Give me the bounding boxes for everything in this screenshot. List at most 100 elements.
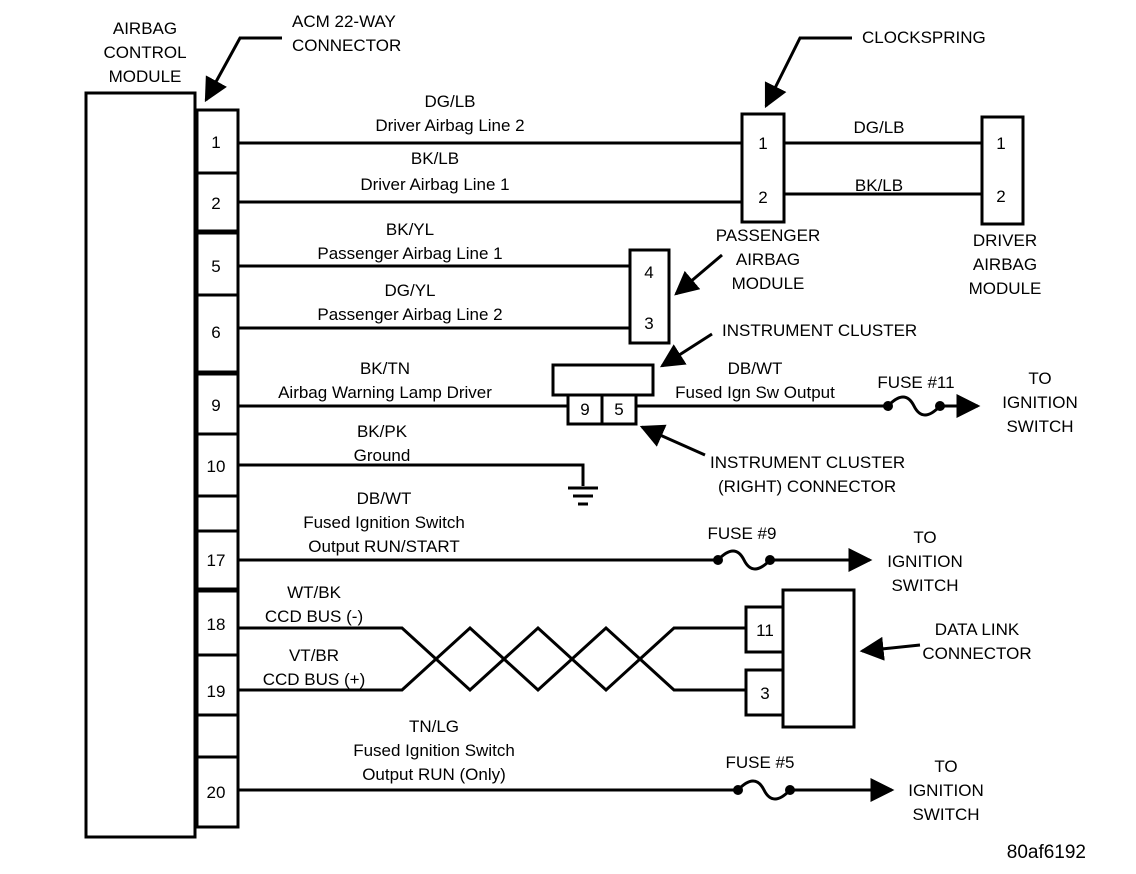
fuse-9-label: FUSE #9: [708, 524, 777, 543]
acm-pin-2-cell: [195, 171, 240, 233]
clockspring-connector: [740, 112, 786, 224]
wire-19-color: VT/BR: [289, 646, 339, 665]
driver-airbag-label-line3: MODULE: [969, 279, 1042, 298]
cluster-connector-label-line2: (RIGHT) CONNECTOR: [718, 477, 896, 496]
instrument-cluster-pin-9: 9: [580, 400, 589, 419]
wire-19-desc: CCD BUS (+): [263, 670, 365, 689]
fuse-9-symbol: [713, 549, 775, 571]
instrument-cluster-pin-5: 5: [614, 400, 623, 419]
instrument-cluster-label: INSTRUMENT CLUSTER: [722, 321, 917, 340]
module-label-line1: AIRBAG: [113, 19, 177, 38]
instrument-cluster-pin-9-cell: [566, 393, 604, 426]
clockspring-pin-2: 2: [758, 188, 767, 207]
data-link-label-line1: DATA LINK: [935, 620, 1020, 639]
acm-pin-6-cell: [195, 293, 240, 374]
acm-pin-20: 20: [207, 783, 226, 802]
acm-connector-arrow: [204, 36, 282, 103]
wire-2-desc: Driver Airbag Line 1: [360, 175, 509, 194]
wire-18-color: WT/BK: [287, 583, 341, 602]
acm-pin-19-cell: [195, 653, 240, 717]
cluster-output-desc: Fused Ign Sw Output: [675, 383, 835, 402]
driver-airbag-connector: [980, 115, 1025, 226]
passenger-airbag-label-line3: MODULE: [732, 274, 805, 293]
wire-1-color: DG/LB: [424, 92, 475, 111]
driver-airbag-label-line1: DRIVER: [973, 231, 1037, 250]
wire-18-desc: CCD BUS (-): [265, 607, 363, 626]
wire-9-desc: Airbag Warning Lamp Driver: [278, 383, 492, 402]
fuse-5-label: FUSE #5: [726, 753, 795, 772]
acm-pin-20-cell: [195, 755, 240, 829]
acm-pin-5: 5: [211, 257, 220, 276]
wire-20-desc-line2: Output RUN (Only): [362, 765, 506, 784]
data-link-label-line2: CONNECTOR: [922, 644, 1031, 663]
driver-airbag-pin-1: 1: [996, 134, 1005, 153]
wire-17-desc-line2: Output RUN/START: [308, 537, 459, 556]
wire-20-color: TN/LG: [409, 717, 459, 736]
acm-pin-6: 6: [211, 323, 220, 342]
acm-pin-18: 18: [207, 615, 226, 634]
data-link-arrow: [859, 636, 921, 661]
data-link-pin-11: 11: [756, 621, 774, 640]
acm-pin-1: 1: [211, 133, 220, 152]
wire-17-desc-line1: Fused Ignition Switch: [303, 513, 465, 532]
acm-pin-17: 17: [207, 551, 226, 570]
passenger-airbag-label-line1: PASSENGER: [716, 226, 821, 245]
cluster-connector-label-line1: INSTRUMENT CLUSTER: [710, 453, 905, 472]
wire-1-desc: Driver Airbag Line 2: [375, 116, 524, 135]
clockspring-label: CLOCKSPRING: [862, 28, 986, 47]
wire-20-desc-line1: Fused Ignition Switch: [353, 741, 515, 760]
ignition-2-line3: SWITCH: [891, 576, 958, 595]
passenger-airbag-arrow: [674, 253, 723, 296]
cluster-output-color: DB/WT: [728, 359, 783, 378]
ignition-1-line2: IGNITION: [1002, 393, 1078, 412]
airbag-control-module: [84, 91, 197, 839]
ignition-2-line1: TO: [913, 528, 936, 547]
wire-17-color: DB/WT: [357, 489, 412, 508]
instrument-cluster-body: [551, 363, 655, 397]
wire-6-desc: Passenger Airbag Line 2: [317, 305, 502, 324]
wire-6-color: DG/YL: [384, 281, 435, 300]
acm-empty-cell-2: [195, 713, 240, 759]
clockspring-arrow: [764, 36, 852, 109]
instrument-cluster-pin-5-cell: [600, 393, 638, 426]
wire-pin-19: [238, 625, 745, 693]
wire-10-desc: Ground: [354, 446, 411, 465]
wire-pin-10: [238, 463, 585, 486]
figure-id: 80af6192: [1007, 842, 1086, 863]
wire-10-color: BK/PK: [357, 422, 408, 441]
data-link-connector-body: [781, 588, 856, 729]
wire-5-color: BK/YL: [386, 220, 434, 239]
fuse-5-symbol: [733, 779, 795, 801]
instrument-cluster-arrow: [659, 332, 713, 368]
passenger-airbag-connector: [628, 248, 671, 345]
clockspring-wire-2-color: BK/LB: [855, 176, 903, 195]
acm-pin-19: 19: [207, 682, 226, 701]
fuse-11-label: FUSE #11: [877, 373, 954, 392]
data-link-pin-11-cell: [744, 605, 785, 654]
passenger-airbag-pin-3: 3: [644, 314, 653, 333]
wire-2-color: BK/LB: [411, 149, 459, 168]
driver-airbag-label-line2: AIRBAG: [973, 255, 1037, 274]
wire-pin-18: [238, 625, 745, 693]
acm-connector-label-line1: ACM 22-WAY: [292, 12, 396, 31]
data-link-pin-3-cell: [744, 668, 785, 717]
fuse-11-symbol: [883, 395, 945, 417]
cluster-connector-arrow: [639, 424, 706, 457]
passenger-airbag-pin-4: 4: [644, 263, 653, 282]
clockspring-pin-1: 1: [758, 134, 767, 153]
wire-5-desc: Passenger Airbag Line 1: [317, 244, 502, 263]
acm-pin-10: 10: [207, 457, 226, 476]
ignition-3-line1: TO: [934, 757, 957, 776]
acm-connector-label-line2: CONNECTOR: [292, 36, 401, 55]
acm-pin-2: 2: [211, 194, 220, 213]
wire-9-color: BK/TN: [360, 359, 410, 378]
data-link-pin-3: 3: [760, 684, 769, 703]
ignition-3-line3: SWITCH: [912, 805, 979, 824]
passenger-airbag-label-line2: AIRBAG: [736, 250, 800, 269]
acm-pin-9: 9: [211, 396, 220, 415]
acm-pin-17-cell: [195, 529, 240, 591]
module-label-line3: MODULE: [109, 67, 182, 86]
ignition-3-line2: IGNITION: [908, 781, 984, 800]
clockspring-wire-1-color: DG/LB: [853, 118, 904, 137]
